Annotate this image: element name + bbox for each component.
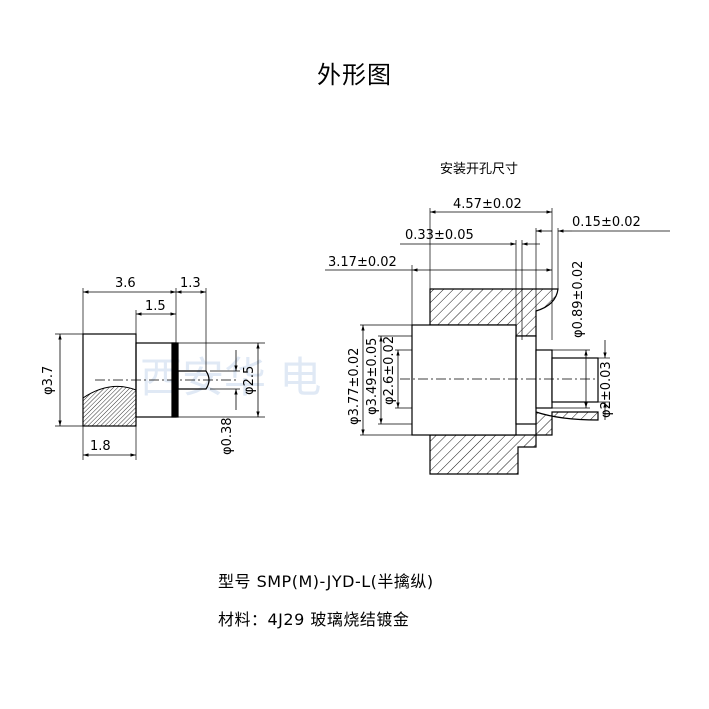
dim-phi-0-89: φ0.89±0.02 xyxy=(571,261,586,338)
step-bore xyxy=(515,335,537,425)
outer-hole xyxy=(551,357,599,403)
dim-phi-2-5: φ2.5 xyxy=(242,366,257,395)
material-text: 材料：4J29 玻璃烧结镀金 xyxy=(218,610,410,629)
dim-3-17: 3.17±0.02 xyxy=(328,255,397,270)
lower-wall xyxy=(429,411,599,475)
dim-phi-0-38: φ0.38 xyxy=(220,417,235,455)
left-view-labels: 3.6 1.3 1.5 1.8 φ3.7 φ2.5 φ0.38 xyxy=(41,276,257,455)
bore xyxy=(411,324,517,436)
page-title: 外形图 xyxy=(317,61,392,89)
mounting-hole-title: 安装开孔尺寸 xyxy=(440,162,519,177)
watermark-text: 西安华 电 xyxy=(140,353,321,402)
dim-phi-3-7: φ3.7 xyxy=(41,366,56,395)
dim-phi-3-49: φ3.49±0.05 xyxy=(365,338,380,415)
left-view xyxy=(55,288,265,460)
body-cutaway xyxy=(82,385,137,427)
right-view xyxy=(325,208,670,475)
center-pin xyxy=(177,370,210,390)
dim-1-3: 1.3 xyxy=(180,276,201,291)
model-text: 型号 SMP(M)-JYD-L(半擒纵) xyxy=(218,572,434,591)
dim-phi-2-6: φ2.6±0.02 xyxy=(382,336,397,405)
dim-0-15: 0.15±0.02 xyxy=(572,215,641,230)
dim-4-57: 4.57±0.02 xyxy=(453,197,522,212)
right-view-labels: 4.57±0.02 0.15±0.02 0.33±0.05 3.17±0.02 … xyxy=(328,197,641,425)
dim-phi-3-77: φ3.77±0.02 xyxy=(347,348,362,425)
dim-1-5: 1.5 xyxy=(145,299,166,314)
dim-1-8: 1.8 xyxy=(90,439,111,454)
dim-0-33: 0.33±0.05 xyxy=(405,228,474,243)
dim-phi-2: φ2±0.03 xyxy=(599,361,614,418)
dim-3-6: 3.6 xyxy=(115,276,136,291)
